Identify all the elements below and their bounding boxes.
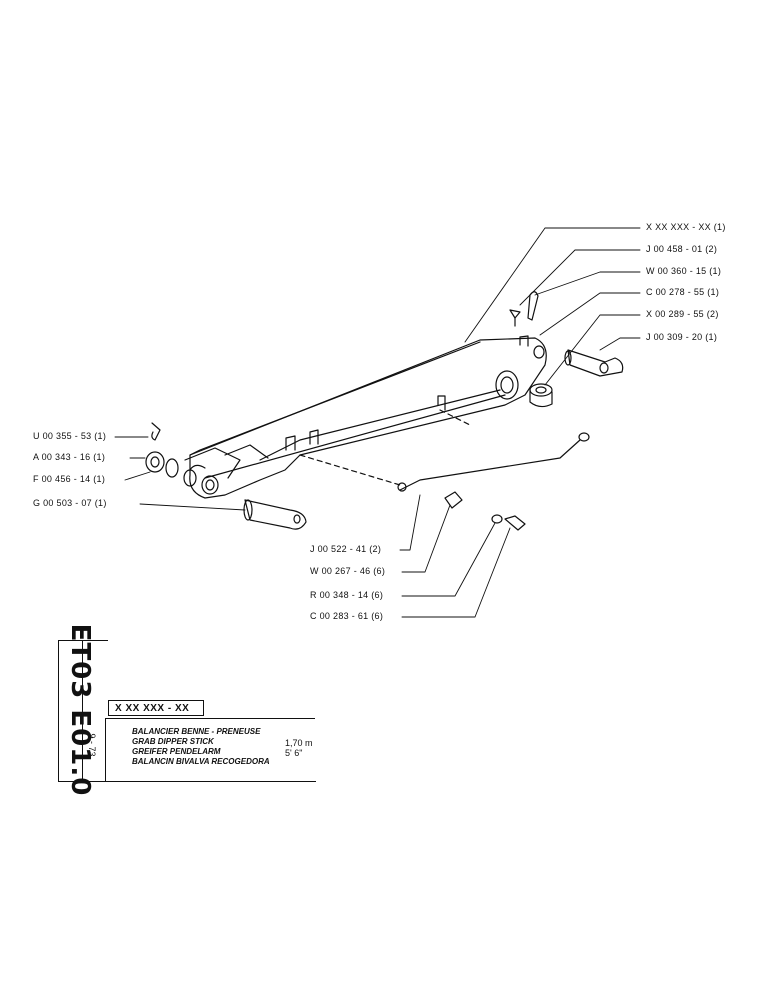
reference-code-block: ET03 E01.0 — [60, 624, 100, 797]
ref-code-frame-right — [82, 640, 83, 782]
title-line-fr: BALANCIER BENNE - PRENEUSE — [132, 727, 261, 736]
date-code: 9 - 73 — [87, 733, 97, 757]
dimension-imperial: 5' 6" — [285, 748, 303, 758]
part-label: A 00 343 - 16 (1) — [33, 452, 106, 462]
title-line-de: GREIFER PENDELARM — [132, 747, 221, 756]
grease-pipe — [397, 432, 590, 492]
title-divider — [105, 718, 106, 782]
part-label: C 00 278 - 55 (1) — [646, 287, 720, 297]
dimension-metric: 1,70 m — [285, 738, 313, 748]
part-label: F 00 456 - 14 (1) — [33, 474, 106, 484]
part-label: J 00 458 - 01 (2) — [646, 244, 718, 254]
title-line-es: BALANCIN BIVALVA RECOGEDORA — [132, 757, 270, 766]
pin-right — [564, 349, 624, 377]
part-label: U 00 355 - 53 (1) — [33, 431, 107, 441]
ref-code-frame-bottom — [58, 781, 316, 782]
reference-code: ET03 E01.0 — [65, 623, 95, 797]
ref-code-frame-top — [58, 640, 108, 641]
clip-washer-nipple — [444, 491, 526, 531]
left-small-parts — [145, 422, 179, 478]
part-label: J 00 309 - 20 (1) — [646, 332, 718, 342]
part-label: X XX XXX - XX (1) — [646, 222, 726, 232]
part-label: G 00 503 - 07 (1) — [33, 498, 107, 508]
part-label: J 00 522 - 41 (2) — [310, 544, 382, 554]
part-label: C 00 283 - 61 (6) — [310, 611, 384, 621]
title-rule — [105, 718, 315, 719]
part-label: W 00 360 - 15 (1) — [646, 266, 722, 276]
part-label: W 00 267 - 46 (6) — [310, 566, 386, 576]
grease-nipple-top — [509, 291, 539, 327]
part-label: R 00 348 - 14 (6) — [310, 590, 384, 600]
bushing-right — [529, 383, 553, 408]
assembly-code-box: X XX XXX - XX — [108, 700, 204, 716]
pin-left — [243, 499, 307, 530]
title-lines: BALANCIER BENNE - PRENEUSE GRAB DIPPER S… — [132, 727, 270, 767]
leader-lines — [114, 227, 641, 618]
ref-code-frame-left — [58, 640, 59, 782]
part-label: X 00 289 - 55 (2) — [646, 309, 719, 319]
dipper-stick-body — [183, 335, 547, 499]
title-line-en: GRAB DIPPER STICK — [132, 737, 214, 746]
